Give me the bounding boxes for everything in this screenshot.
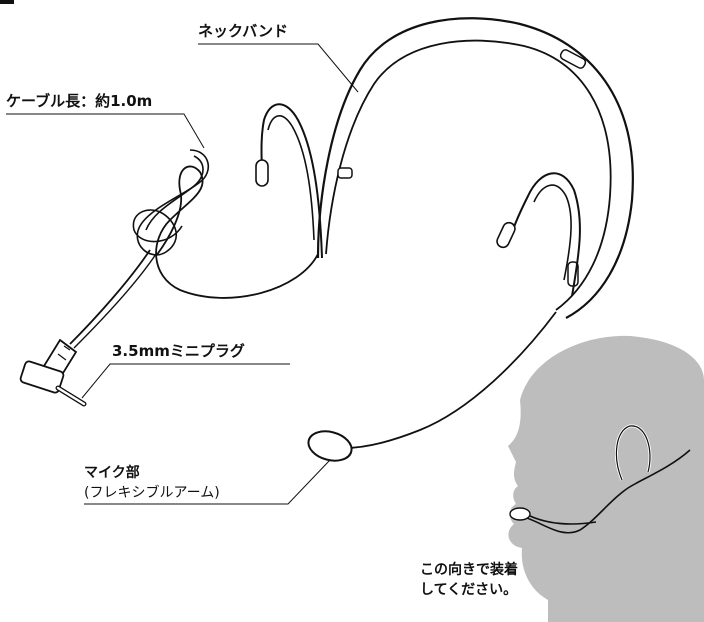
- cable-lower-2: [73, 253, 157, 349]
- worn-mic-head: [509, 507, 531, 521]
- worn-earhook-outline: [615, 425, 651, 481]
- plug-label: 3.5mmミニプラグ: [112, 342, 245, 360]
- right-ear-hook: [509, 172, 581, 297]
- head-silhouette: [508, 335, 704, 622]
- neckband-outer: [316, 17, 634, 319]
- cable-length-label: ケーブル長：約1.0m: [6, 92, 153, 110]
- leader-mic: [84, 459, 331, 505]
- mic-head: [307, 430, 353, 462]
- neckband-inner: [325, 39, 612, 311]
- cable-coil-2: [145, 155, 204, 231]
- cable-lower: [69, 249, 151, 345]
- mic-part-sublabel: (フレキシブルアーム): [84, 485, 220, 501]
- leader-neckband: [198, 43, 359, 93]
- worn-mic-arm: [529, 515, 597, 525]
- neckband-clip: [337, 167, 353, 179]
- leader-cable: [6, 113, 205, 149]
- left-ear-hook: [260, 103, 323, 259]
- cable-main: [155, 165, 319, 299]
- right-ear-tip: [496, 221, 516, 249]
- left-ear-hook-inner: [267, 115, 315, 241]
- mini-plug: [19, 338, 87, 407]
- usage-note: この向きで装着 してください。: [420, 560, 518, 601]
- mic-arm: [343, 311, 557, 449]
- worn-headset: [519, 449, 691, 534]
- usage-note-line2: してください。: [420, 582, 518, 599]
- neckband-sleeve-top: [559, 49, 587, 69]
- cable-coil: [132, 149, 210, 256]
- right-ear-hook-inner: [533, 184, 572, 281]
- usage-note-line1: この向きで装着: [420, 562, 518, 578]
- left-ear-tip: [255, 159, 269, 187]
- corner-mark: [0, 0, 14, 4]
- leader-plug: [81, 363, 290, 399]
- mic-part-label: マイク部: [84, 465, 140, 481]
- neckband-label: ネックバンド: [198, 22, 289, 40]
